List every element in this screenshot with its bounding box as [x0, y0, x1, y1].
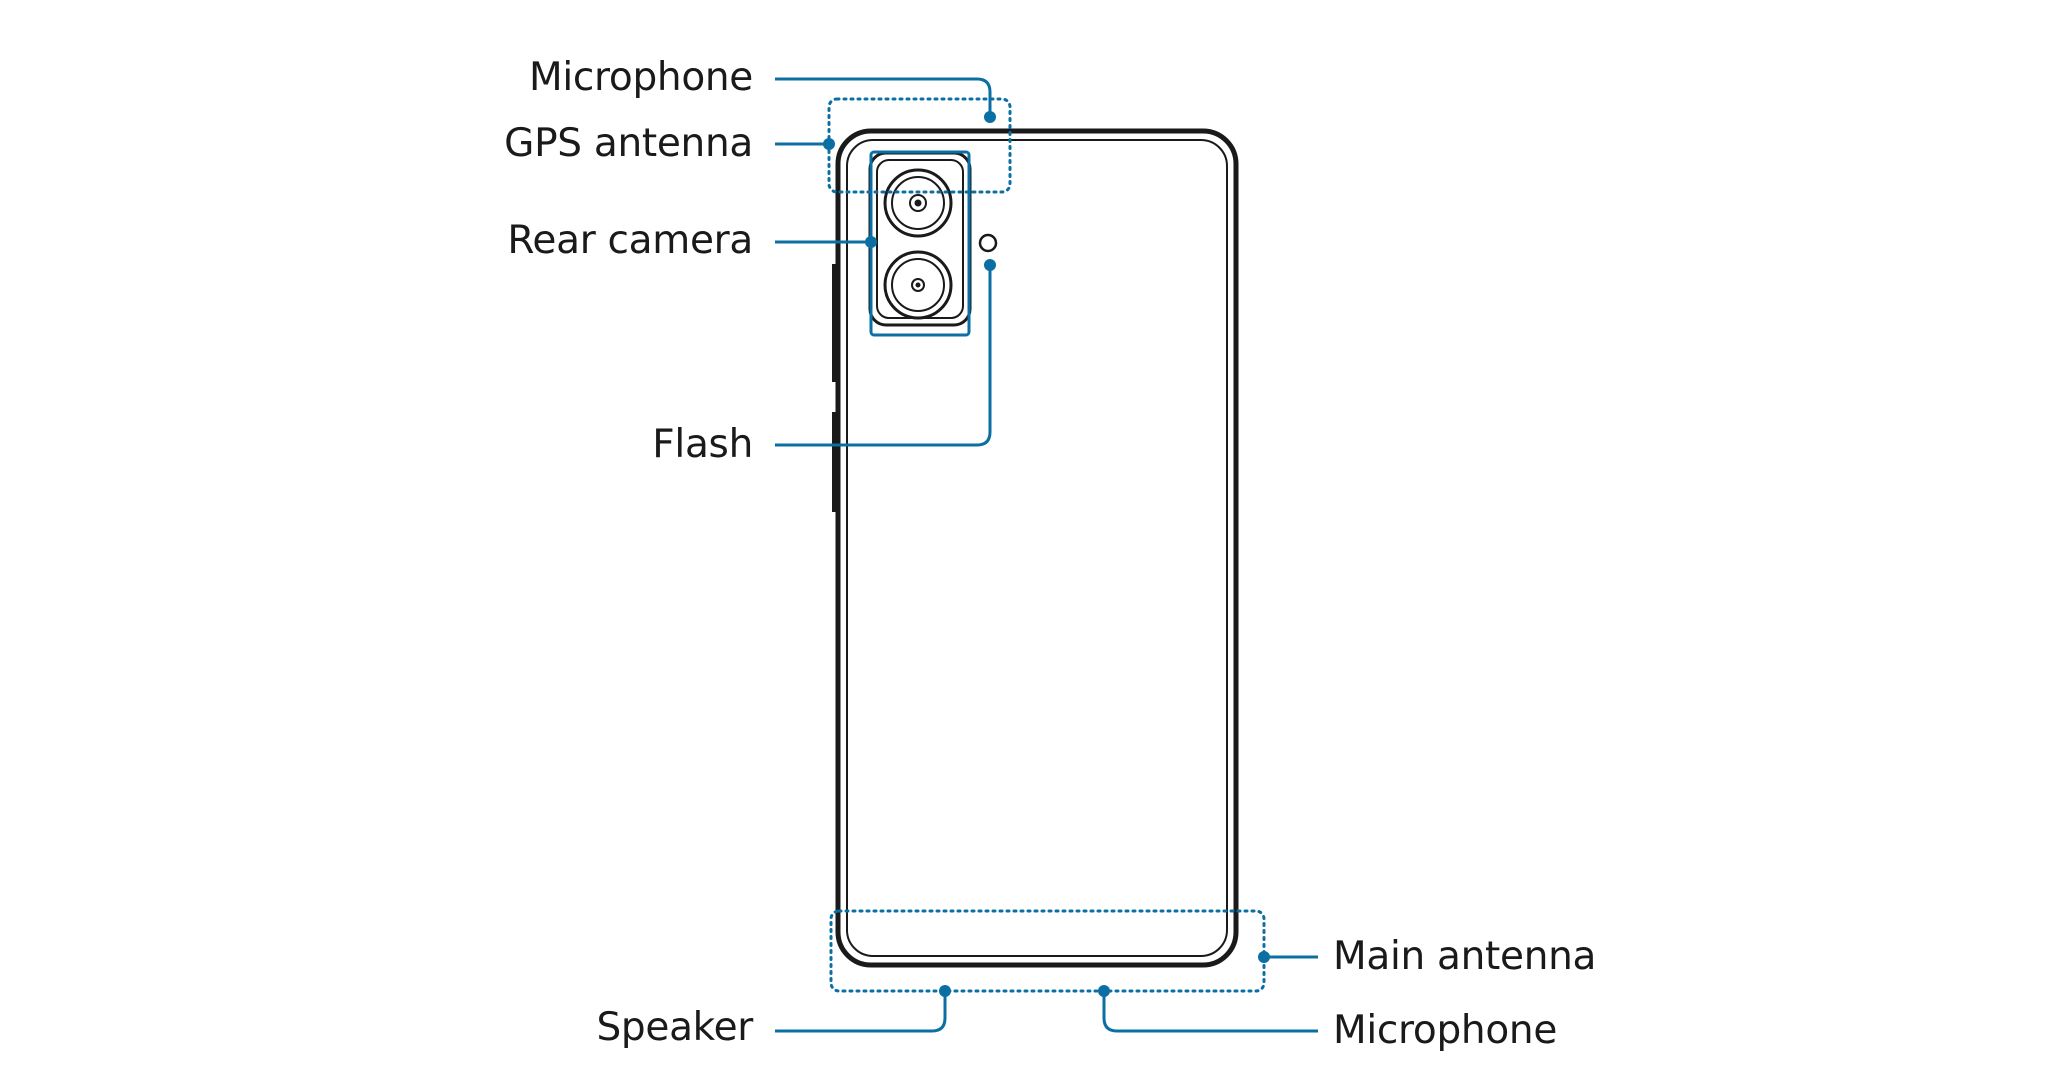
microphone-top-leader: [775, 77, 992, 117]
label-flash: Flash: [652, 422, 753, 467]
rear-camera-dot: [865, 236, 877, 248]
camera-lens-bottom-inner: [891, 258, 945, 312]
label-main-antenna: Main antenna: [1333, 934, 1597, 979]
phone-body: [835, 128, 1239, 968]
side-button-lower: [832, 412, 839, 512]
main-antenna-zone: [829, 909, 1266, 993]
label-rear-camera: Rear camera: [507, 218, 753, 263]
main-antenna-dot: [1258, 951, 1270, 963]
flash-leader: [775, 265, 992, 447]
side-button-upper: [832, 264, 839, 382]
microphone-top-dot: [984, 111, 996, 123]
camera-lens-bottom-dot: [915, 282, 921, 288]
label-microphone-bottom: Microphone: [1333, 1008, 1558, 1053]
label-microphone-top: Microphone: [528, 55, 753, 100]
flash-icon: [978, 233, 998, 253]
label-speaker: Speaker: [596, 1005, 753, 1050]
label-gps-antenna: GPS antenna: [504, 121, 753, 166]
speaker-dot: [939, 985, 951, 997]
camera-lens-bottom-ring: [883, 250, 953, 320]
camera-lens-top-ring: [883, 168, 953, 238]
flash-dot: [984, 259, 996, 271]
camera-lens-top-inner: [891, 176, 945, 230]
side-buttons: [832, 264, 839, 512]
phone-outer-outline: [835, 128, 1239, 968]
microphone-bottom-dot: [1098, 985, 1110, 997]
camera-lens-bottom-center: [911, 278, 925, 292]
speaker-leader: [775, 991, 947, 1033]
camera-lens-top-center: [909, 194, 927, 212]
camera-module: [868, 151, 998, 327]
microphone-bottom-leader: [1102, 991, 1318, 1033]
gps-antenna-dot: [823, 138, 835, 150]
rear-camera-highlight: [869, 150, 971, 337]
camera-bump: [868, 151, 972, 327]
camera-lens-top-dot: [914, 199, 922, 207]
callout-dots: [823, 111, 1270, 997]
phone-inner-outline: [846, 139, 1228, 957]
